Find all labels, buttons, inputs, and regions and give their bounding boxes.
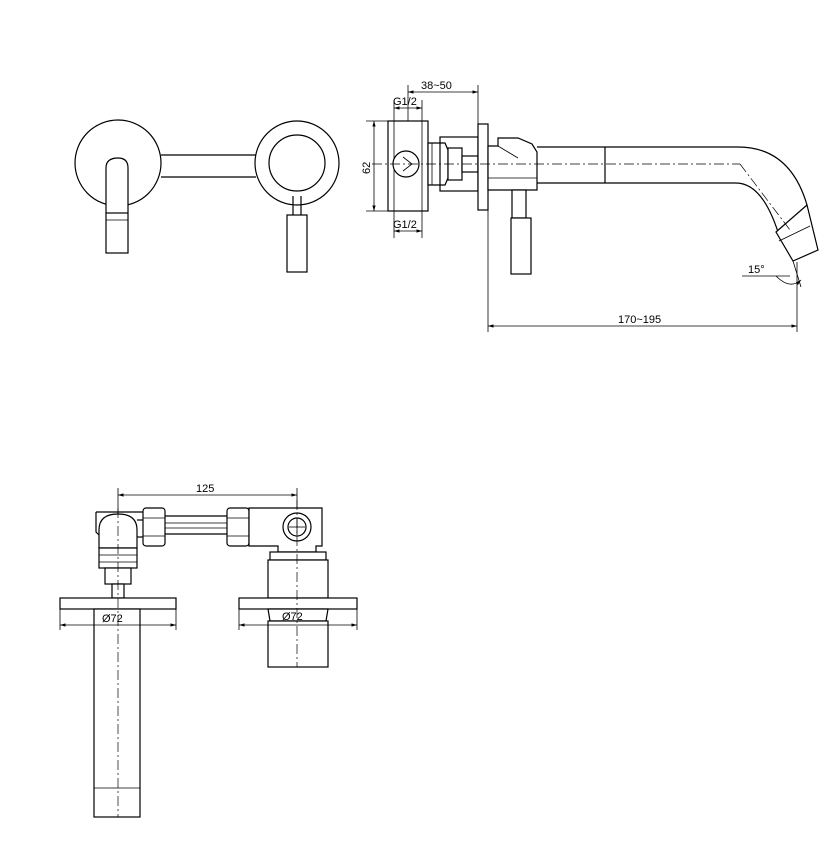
dim-thread-bottom: G1/2 — [393, 219, 417, 231]
dim-mount-depth: 38~50 — [421, 80, 452, 92]
spout-plan — [93, 608, 141, 818]
left-union-nut — [142, 507, 166, 547]
mixer-handle-side — [510, 217, 532, 275]
front-view — [74, 119, 340, 273]
spout-top-edge — [537, 146, 808, 206]
side-view: 38~50 G1/2 G1/2 62 15° 170~195 — [361, 80, 819, 332]
dim-body-height: 62 — [361, 162, 373, 174]
dim-flange-right-diameter: Ø72 — [282, 611, 303, 623]
right-union-nut — [226, 507, 250, 547]
dim-center-distance: 125 — [196, 483, 214, 495]
dim-flange-left-diameter: Ø72 — [102, 613, 123, 625]
dim-spout-angle: 15° — [748, 264, 765, 276]
right-flange — [238, 597, 358, 610]
mixer-cap — [268, 134, 326, 192]
mixer-handle-front — [286, 214, 308, 273]
mixer-body-plan — [267, 559, 329, 599]
spout-front — [105, 157, 129, 213]
spout-tip-front — [105, 212, 129, 254]
dim-thread-top: G1/2 — [393, 96, 417, 108]
dim-spout-projection: 170~195 — [618, 314, 661, 326]
spout-tip-side — [775, 203, 819, 262]
mixer-handle-plan — [267, 620, 329, 668]
plan-view: 125 — [59, 483, 358, 818]
spout-bottom-edge — [537, 182, 779, 233]
mixer-rosette — [254, 120, 340, 206]
wall-plate — [477, 123, 489, 211]
